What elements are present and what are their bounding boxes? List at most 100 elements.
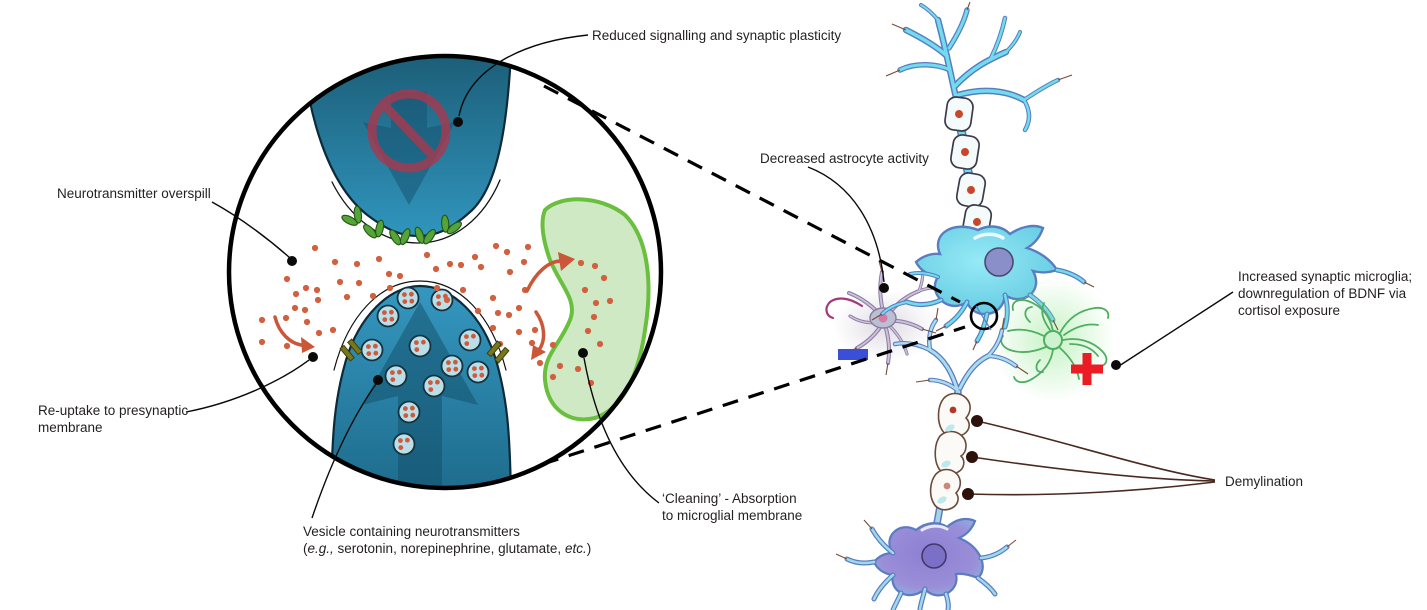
soma-highlight [973, 232, 1005, 240]
neurotransmitter-dot [353, 260, 361, 268]
pointer-cleaning [583, 357, 660, 504]
label-astrocyte: Decreased astrocyte activity [760, 151, 929, 166]
release-arrow [362, 302, 478, 487]
vesicle [440, 354, 464, 378]
neurotransmitter-dot [329, 326, 337, 334]
label-reuptake: Re-uptake to presynaptic membrane [38, 403, 189, 435]
vesicle [360, 338, 384, 362]
receptor-icon [363, 219, 385, 239]
astrocyte-nucleus [878, 313, 888, 323]
receptor-icon [414, 226, 436, 245]
synapse-magnifier-circle [226, 53, 664, 491]
neurotransmitter-dot [531, 326, 539, 334]
neurotransmitter-dot [477, 263, 485, 271]
label-vesicle-line2: (e.g., serotonin, norepinephrine, glutam… [303, 541, 592, 556]
neurotransmitter-dot [302, 284, 310, 292]
myelin-segment [944, 96, 974, 132]
neurotransmitter-dot [375, 255, 383, 263]
presynaptic-membrane-line [333, 280, 507, 371]
neurotransmitter-dot [515, 328, 523, 336]
neuron-nucleus [921, 543, 947, 569]
neuron-nucleus [984, 247, 1014, 277]
pointer-dot [879, 283, 889, 293]
pointer-lines [185, 34, 1234, 519]
neurotransmitter-dot [385, 270, 393, 278]
pointer-reuptake [185, 359, 310, 413]
vesicle [396, 286, 420, 310]
neurotransmitter-dot [282, 314, 290, 322]
neurotransmitter-dot [283, 275, 291, 283]
neurotransmitter-dot [386, 284, 394, 292]
neurotransmitter-dot [423, 251, 431, 259]
pointer-vesicle [311, 383, 377, 519]
neurotransmitter-dot [311, 244, 319, 252]
neurotransmitter-dot [291, 304, 299, 312]
label-reduced-signalling: Reduced signalling and synaptic plastici… [592, 28, 842, 43]
label-overspill: Neurotransmitter overspill [57, 186, 211, 201]
receptor-icon [441, 214, 462, 235]
neurotransmitter-dot [520, 258, 528, 266]
vesicle [376, 304, 400, 328]
microglia-body [1043, 330, 1063, 350]
demyelination-dots [962, 415, 983, 500]
damaged-neuron [844, 317, 1019, 610]
vesicle-group [360, 286, 490, 456]
neurotransmitter-dot [474, 307, 482, 315]
pointer-dot [287, 256, 297, 266]
neurotransmitter-dot [446, 260, 454, 268]
vesicle [458, 328, 482, 352]
neurotransmitter-dot [494, 309, 502, 317]
neurotransmitter-dot [433, 284, 441, 292]
zoom-target-circle [969, 301, 999, 331]
neurotransmitter-dot [503, 248, 511, 256]
blocked-signal-arrow [363, 92, 455, 205]
receptor-icons [341, 205, 462, 246]
neurotransmitter-dot [506, 268, 514, 276]
neurotransmitter-dot [343, 293, 351, 301]
neurotransmitter-dot [574, 365, 582, 373]
neurotransmitter-dot [577, 259, 585, 267]
neurotransmitter-dot [369, 292, 377, 300]
neurotransmitter-dot [515, 304, 523, 312]
pointer-dot [308, 352, 318, 362]
pointer-reduced-signalling [458, 34, 589, 117]
neurotransmitter-dot [292, 290, 300, 298]
vesicle [422, 374, 446, 398]
vesicle [408, 334, 432, 358]
neurotransmitter-dots [258, 242, 614, 387]
neurotransmitter-dot [457, 261, 465, 269]
label-microglia: Increased synaptic microglia; downregula… [1238, 269, 1413, 318]
pointer-overspill [211, 201, 291, 259]
vesicle [392, 432, 416, 456]
vesicle [384, 364, 408, 388]
soma-highlight [920, 524, 949, 532]
label-demyelination: Demylination [1225, 474, 1304, 489]
neurotransmitter-dot [549, 341, 557, 349]
label-vesicle-line1: Vesicle containing neurotransmitters [303, 524, 520, 539]
myelin-segment [955, 172, 987, 208]
absorption-arrows [273, 259, 563, 352]
magnifier-dashed-lines [542, 84, 966, 466]
minus-symbol [838, 349, 868, 360]
neurotransmitter-dot [584, 327, 592, 335]
neurotransmitter-dot [355, 279, 363, 287]
neurotransmitter-dot [596, 340, 604, 348]
neurotransmitter-dot [258, 316, 266, 324]
soma-dendrites-bottom [844, 526, 1010, 610]
pointer-dot [578, 348, 588, 358]
vesicle [430, 288, 454, 312]
neurotransmitter-dot [303, 318, 311, 326]
vesicle [397, 400, 421, 424]
myelin-segment [950, 134, 980, 170]
neurotransmitter-dot [489, 294, 497, 302]
blocked-signal-icon [367, 89, 451, 173]
neurotransmitter-dot [489, 324, 497, 332]
neurotransmitter-dot [432, 265, 440, 273]
neurotransmitter-dot [315, 329, 323, 337]
postsynaptic-membrane-line [331, 179, 501, 244]
vesicle [466, 360, 490, 384]
neurotransmitter-dot [471, 253, 479, 261]
neurotransmitter-dot [592, 299, 600, 307]
